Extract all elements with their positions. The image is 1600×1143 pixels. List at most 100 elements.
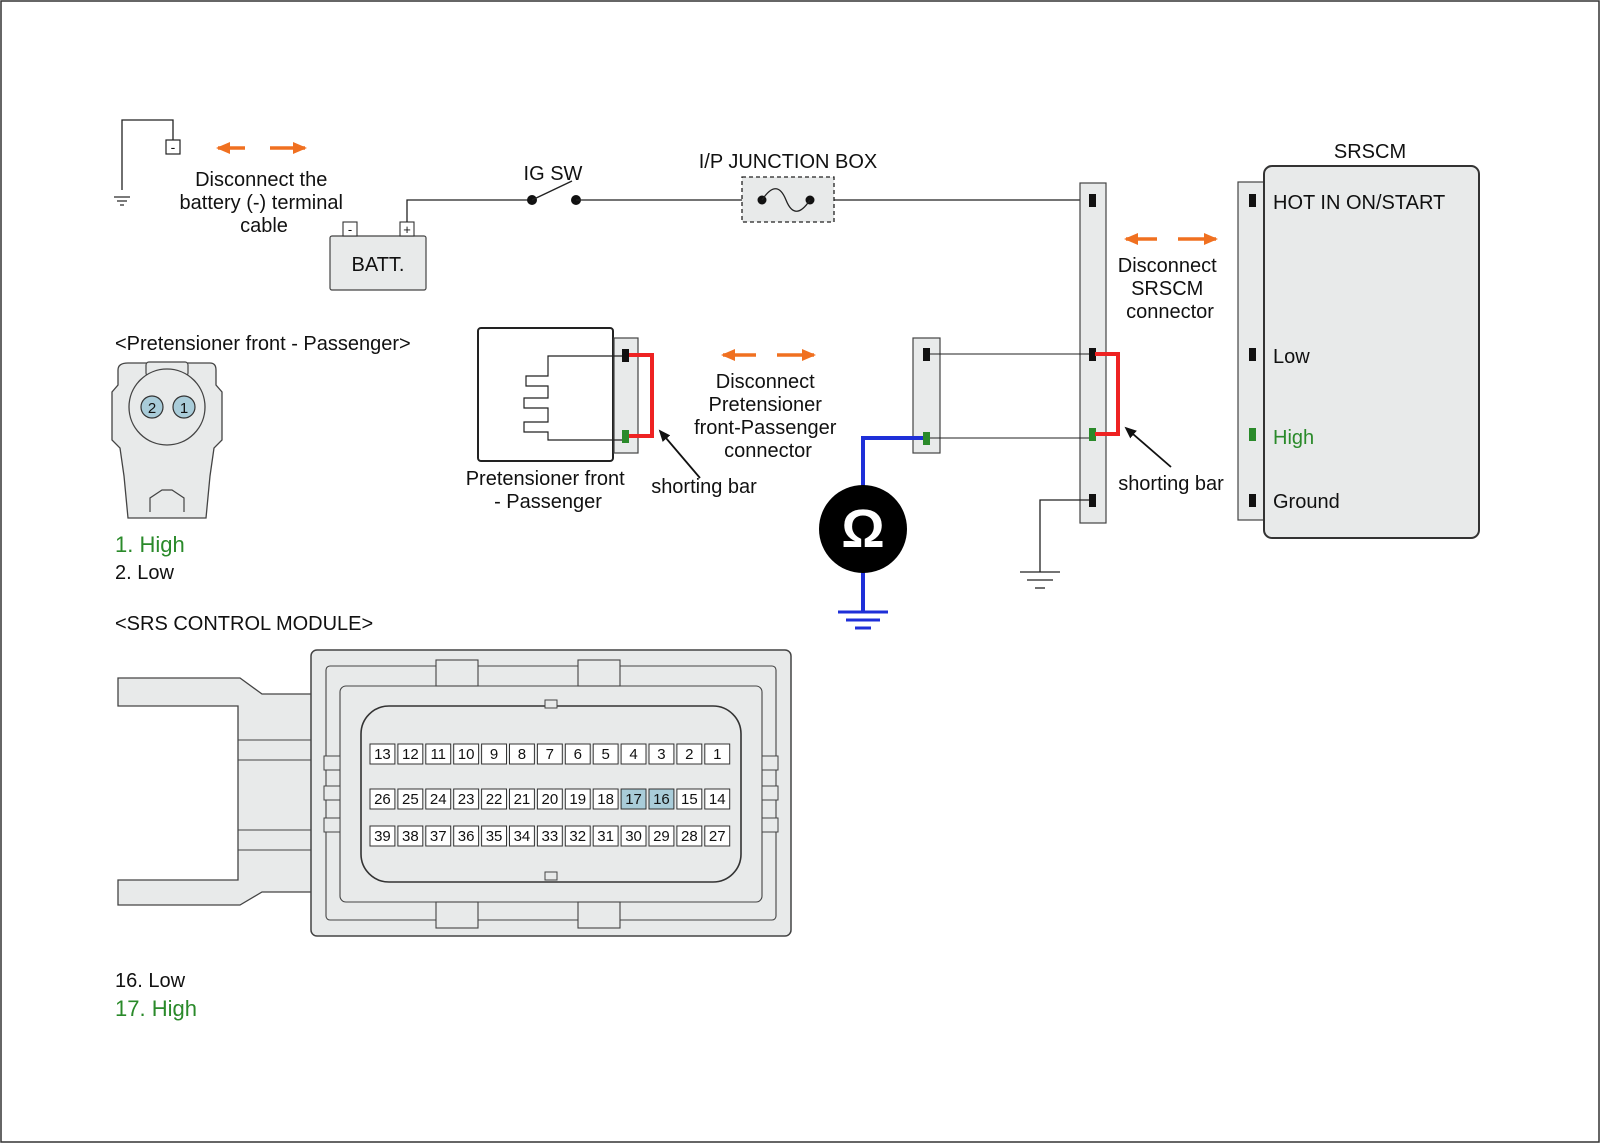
srs-pin-label-39: 39	[374, 828, 391, 845]
pretensioner-shorting-bar-arrow	[658, 429, 701, 479]
pretensioner-pin-1-number: 1	[180, 400, 188, 417]
srs-pin-label-37: 37	[430, 828, 447, 845]
srs-pin-37	[425, 825, 452, 847]
srs-pin-label-25: 25	[402, 791, 419, 808]
srs-pin-label-32: 32	[569, 828, 586, 845]
srs-pin-13	[369, 743, 396, 765]
harness-ground-symbol	[1020, 499, 1089, 589]
srs-pin-32	[564, 825, 591, 847]
srs-pin-6	[564, 743, 591, 765]
pretensioner-connector-title: <Pretensioner front - Passenger>	[115, 333, 411, 355]
srs-pin-label-13: 13	[374, 746, 391, 763]
srs-pin-label-8: 8	[518, 746, 526, 763]
srs-pin-28	[676, 825, 703, 847]
battery-neg-terminal: -	[348, 222, 352, 237]
ohmmeter-ground-symbol	[838, 610, 888, 630]
srs-pin-35	[481, 825, 508, 847]
srs-pin-29	[648, 825, 675, 847]
srs-pin-22	[481, 788, 508, 810]
ohmmeter	[819, 485, 907, 573]
srscm-pin-hot	[1249, 194, 1256, 207]
srs-pin-12	[397, 743, 424, 765]
srs-pin-24	[425, 788, 452, 810]
srs-pin-39	[369, 825, 396, 847]
junction-box	[741, 176, 835, 223]
srs-pin-label-22: 22	[486, 791, 503, 808]
srs-pin-9	[481, 743, 508, 765]
srscm-shorting-bar-arrow	[1124, 426, 1172, 468]
srs-pin-23	[453, 788, 480, 810]
srs-pin-8	[509, 743, 535, 765]
srs-pin-label-27: 27	[709, 828, 726, 845]
srs-pin-label-21: 21	[514, 791, 531, 808]
srs-pin-10	[453, 743, 480, 765]
srs-pin-label-36: 36	[458, 828, 475, 845]
harness-pin-hot	[1089, 194, 1096, 207]
srscm-pin-high-label: High	[1273, 427, 1314, 449]
intermediate-pin-low	[923, 348, 930, 361]
pretensioner-connector-face	[111, 361, 223, 519]
battery-ground-symbol	[114, 119, 181, 206]
srs-pin-label-33: 33	[542, 828, 559, 845]
srs-legend-low: 16. Low	[115, 970, 186, 992]
battery	[329, 221, 427, 291]
srs-pin-label-38: 38	[402, 828, 419, 845]
srs-pin-label-28: 28	[681, 828, 698, 845]
pretensioner-label: Pretensioner front - Passenger	[466, 468, 631, 513]
srs-pin-5	[592, 743, 619, 765]
pretensioner-legend-low: 2. Low	[115, 562, 174, 584]
pretensioner-pin-2-number: 2	[148, 400, 156, 417]
srs-module-title: <SRS CONTROL MODULE>	[115, 613, 373, 635]
ohmmeter-lead-top	[861, 436, 923, 490]
srs-pin-label-35: 35	[486, 828, 503, 845]
pretensioner-pin-high	[622, 430, 629, 443]
srscm-module	[1263, 165, 1480, 539]
pretensioner-shorting-bar	[629, 353, 654, 438]
srs-pin-label-1: 1	[713, 746, 721, 763]
srs-pin-label-23: 23	[458, 791, 475, 808]
srs-pin-1	[704, 743, 731, 765]
pretensioner-unit	[477, 327, 639, 462]
ig-sw-label: IG SW	[524, 163, 583, 185]
srs-pin-label-19: 19	[569, 791, 586, 808]
srscm-title: SRSCM	[1334, 141, 1406, 163]
srs-pin-15	[676, 788, 703, 810]
wire-batt-igsw	[406, 199, 532, 222]
srs-pin-label-7: 7	[546, 746, 554, 763]
ohmmeter-symbol: Ω	[841, 499, 884, 559]
srs-pin-34	[509, 825, 535, 847]
srscm-pin-high	[1249, 428, 1256, 441]
srs-pin-label-26: 26	[374, 791, 391, 808]
srs-pin-21	[509, 788, 535, 810]
battery-label: BATT.	[352, 254, 405, 276]
harness-pin-ground	[1089, 494, 1096, 507]
harness-pin-high	[1089, 428, 1096, 441]
srs-pin-7	[536, 743, 563, 765]
srs-pin-33	[536, 825, 563, 847]
srs-pin-label-30: 30	[625, 828, 642, 845]
srs-pin-label-5: 5	[601, 746, 609, 763]
srs-pin-25	[397, 788, 424, 810]
srs-pin-label-3: 3	[657, 746, 665, 763]
srs-legend-high: 17. High	[115, 996, 197, 1021]
intermediate-pin-high	[923, 432, 930, 445]
srs-pin-label-14: 14	[709, 791, 726, 808]
srs-pin-label-6: 6	[574, 746, 582, 763]
srs-pin-30	[620, 825, 647, 847]
srs-pin-label-20: 20	[542, 791, 559, 808]
srscm-shorting-bar	[1095, 352, 1120, 436]
srs-pin-label-15: 15	[681, 791, 698, 808]
srs-pin-26	[369, 788, 396, 810]
srs-pin-31	[592, 825, 619, 847]
pretensioner-shorting-bar-label: shorting bar	[651, 476, 757, 498]
srscm-pin-low	[1249, 348, 1256, 361]
srs-pin-20	[536, 788, 563, 810]
srs-pin-label-31: 31	[597, 828, 614, 845]
srs-pin-16	[648, 788, 675, 810]
srs-pin-11	[425, 743, 452, 765]
srscm-pin-ground-label: Ground	[1273, 491, 1340, 513]
srs-pin-label-18: 18	[597, 791, 614, 808]
